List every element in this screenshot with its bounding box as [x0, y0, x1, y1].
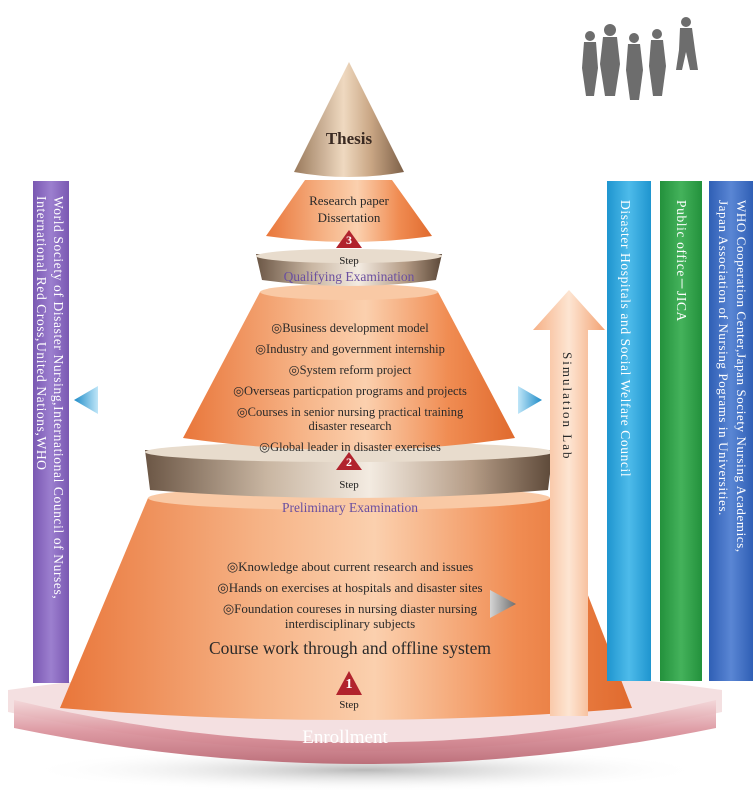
left-panel-line2: International Red Cross,United Nations,W… [34, 196, 49, 471]
tier1-item-2: ◎Hands on exercises at hospitals and dis… [217, 580, 483, 595]
tier3-line2: Dissertation [317, 210, 381, 225]
ground-shadow [25, 748, 705, 792]
tier2-item-4: ◎Overseas particpation programs and proj… [233, 384, 467, 398]
tier2-item-6: ◎Global leader in disaster exercises [259, 440, 441, 454]
who-cooperation-line1: WHO Cooperation Center,Japan Society Nur… [734, 200, 749, 553]
step3-marker-icon [336, 230, 362, 248]
jica-text: Public office－JICA [674, 200, 689, 322]
thesis-label: Thesis [325, 129, 373, 148]
step1-marker-icon [336, 671, 362, 695]
tier2-item-2: ◎Industry and government internship [255, 342, 445, 356]
step2-number: 2 [346, 455, 352, 469]
jica-panel [660, 181, 702, 681]
simulation-lab-arrow [533, 290, 605, 716]
qualifying-examination: Qualifying Examination [283, 269, 415, 284]
preliminary-ring [145, 450, 553, 498]
tier2-shape [183, 292, 515, 450]
step1-number: 1 [345, 677, 353, 692]
qualifying-ring-top [256, 249, 442, 263]
left-panel-line1: World Society of Disaster Nursing,Intern… [51, 196, 66, 600]
tier2-item-3: ◎System reform project [288, 363, 412, 377]
tier1-item-3: ◎Foundation coureses in nursing diaster … [222, 601, 478, 616]
preliminary-examination: Preliminary Examination [281, 500, 419, 515]
left-organizations-panel [33, 181, 69, 683]
who-cooperation-line2: Japan Association of Nursing Pograms in … [716, 200, 731, 516]
tier3-line1: Research paper [309, 193, 389, 208]
who-cooperation-panel [709, 181, 753, 681]
tier3-shape [266, 180, 432, 242]
thesis-cone [294, 62, 404, 177]
enrollment-label: Enrollment [302, 727, 388, 748]
tier2-item-5b: disaster research [308, 419, 392, 433]
step3-label: Step [339, 255, 359, 267]
right-arrow-icon [518, 386, 542, 414]
course-work-label: Course work through and offline system [208, 638, 492, 658]
tier1-item-3b: interdisciplinary subjects [284, 616, 416, 631]
tier1-shape [60, 498, 632, 720]
step3-number: 3 [346, 233, 352, 247]
people-silhouettes-icon [582, 17, 698, 100]
enrollment-base [14, 700, 716, 764]
step1-label: Step [339, 699, 359, 711]
step2-marker-icon [336, 452, 362, 470]
tier2-item-5: ◎Courses in senior nursing practical tra… [236, 405, 464, 419]
tier2-item-1: ◎Business development model [271, 321, 429, 335]
step2-label: Step [339, 479, 359, 491]
tier1-item-1: ◎Knowledge about current research and is… [226, 559, 474, 574]
disaster-hospitals-panel [607, 181, 651, 681]
simulation-lab-label: Simulation Lab [560, 352, 575, 461]
tier2-top [260, 284, 438, 300]
right-grey-arrow-icon [490, 590, 516, 618]
disaster-hospitals-text: Disaster Hospitals and Social Welfare Co… [618, 200, 633, 478]
left-arrow-icon [74, 386, 98, 414]
